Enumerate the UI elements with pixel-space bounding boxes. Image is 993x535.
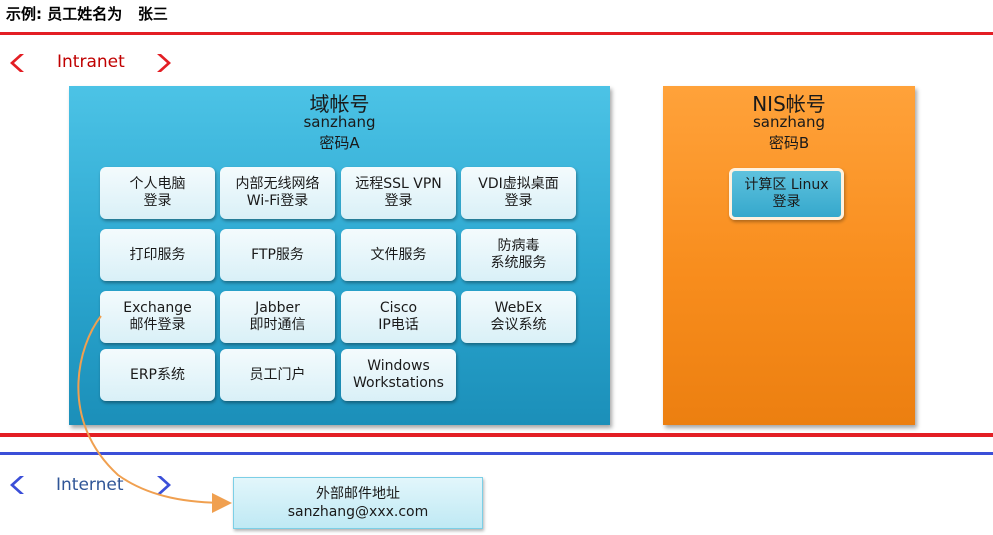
service-ssl-vpn-login-line-1: 远程SSL VPN (355, 176, 442, 192)
service-vdi-login-line-2: 登录 (504, 193, 533, 209)
service-ftp-service[interactable]: FTP服务 (220, 229, 335, 281)
page-title: 示例: 员工姓名为 张三 (6, 5, 168, 23)
domain-account-username: sanzhang (303, 113, 376, 131)
external-mail-address: sanzhang@xxx.com (287, 504, 429, 520)
service-webex-meeting-line-1: WebEx (494, 300, 543, 316)
service-print-service[interactable]: 打印服务 (100, 229, 215, 281)
service-erp-system[interactable]: ERP系统 (100, 349, 215, 401)
service-windows-workstations-line-1: Windows (367, 358, 430, 374)
nis-account-panel: NIS帐号 sanzhang 密码B (663, 86, 915, 425)
service-antivirus-service-line-1: 防病毒 (497, 238, 540, 254)
external-mail-label: 外部邮件地址 (316, 486, 400, 502)
chevron-right-icon (157, 476, 171, 494)
service-employee-portal[interactable]: 员工门户 (220, 349, 335, 401)
intranet-label: Intranet (57, 52, 125, 72)
service-linux-line-2: 登录 (772, 194, 801, 210)
service-linux-line-1: 计算区 Linux (744, 177, 829, 193)
service-ftp-service-line-1: FTP服务 (251, 246, 304, 263)
service-vdi-login-line-1: VDI虚拟桌面 (478, 176, 559, 192)
service-file-service[interactable]: 文件服务 (341, 229, 456, 281)
domain-account-title: 域帐号 (309, 92, 370, 116)
service-vdi-login[interactable]: VDI虚拟桌面登录 (461, 167, 576, 219)
chevron-left-icon (10, 54, 24, 72)
service-jabber-im-line-1: Jabber (255, 300, 300, 316)
service-exchange-mail-login-line-2: 邮件登录 (129, 317, 186, 333)
service-wifi-login-line-2: Wi-Fi登录 (246, 193, 309, 209)
service-pc-login-line-1: 个人电脑 (129, 176, 186, 192)
service-antivirus-service-line-2: 系统服务 (490, 255, 547, 271)
service-windows-workstations-line-2: Workstations (353, 375, 444, 391)
internet-top-line (0, 452, 993, 455)
service-pc-login-line-2: 登录 (143, 193, 172, 209)
service-ssl-vpn-login-line-2: 登录 (384, 193, 413, 209)
service-webex-meeting-line-2: 会议系统 (490, 317, 547, 333)
intranet-bottom-line (0, 433, 993, 437)
service-jabber-im-line-2: 即时通信 (249, 317, 306, 333)
internet-label: Internet (56, 475, 124, 495)
service-employee-portal-line-1: 员工门户 (249, 366, 306, 383)
service-exchange-mail-login-line-1: Exchange (123, 300, 192, 316)
service-wifi-login-line-1: 内部无线网络 (235, 176, 320, 192)
intranet-top-line (0, 32, 993, 35)
service-print-service-line-1: 打印服务 (129, 246, 186, 263)
chevron-left-icon (10, 476, 24, 494)
nis-account-password: 密码B (768, 134, 810, 152)
nis-account-title: NIS帐号 (752, 92, 826, 116)
chevron-right-icon (157, 54, 171, 72)
external-mail-box: 外部邮件地址 sanzhang@xxx.com (233, 477, 483, 529)
service-file-service-line-1: 文件服务 (370, 246, 427, 263)
service-linux-login[interactable]: 计算区 Linux 登录 (729, 168, 844, 220)
service-pc-login[interactable]: 个人电脑登录 (100, 167, 215, 219)
service-antivirus-service[interactable]: 防病毒系统服务 (461, 229, 576, 281)
service-cisco-ip-phone-line-1: Cisco (379, 300, 418, 316)
service-cisco-ip-phone-line-2: IP电话 (378, 317, 419, 333)
service-erp-system-line-1: ERP系统 (129, 366, 185, 383)
nis-account-username: sanzhang (752, 113, 826, 131)
domain-account-password: 密码A (319, 134, 360, 152)
